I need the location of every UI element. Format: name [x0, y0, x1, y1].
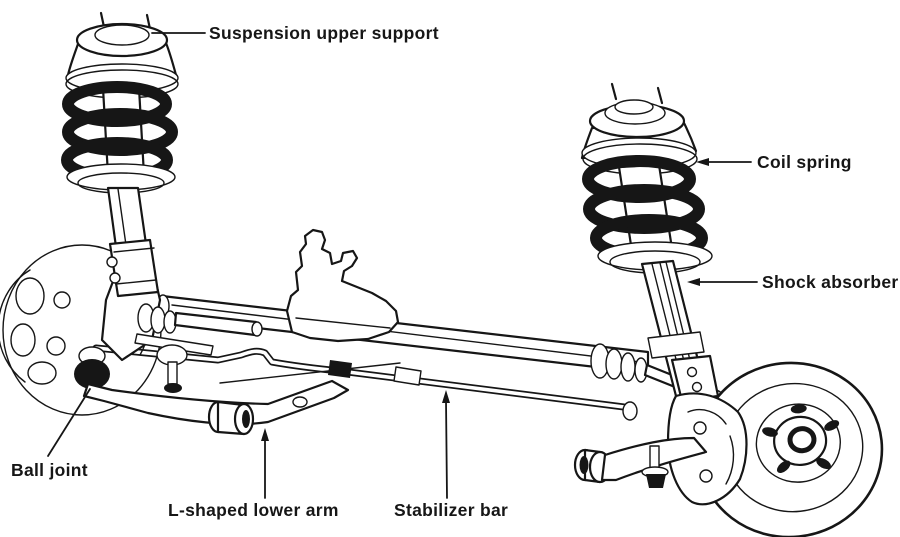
- callout-coil-spring: Coil spring: [696, 152, 852, 172]
- callout-upper-support: Suspension upper support: [151, 23, 439, 43]
- left-lower-arm: [82, 379, 350, 436]
- right-lower-arm: [573, 436, 708, 488]
- stabilizer-bar-label: Stabilizer bar: [394, 500, 508, 520]
- callout-stabilizer-bar: Stabilizer bar: [394, 390, 508, 520]
- left-ball-joint: [74, 346, 110, 389]
- shock-absorber-arrowhead-icon: [687, 278, 700, 286]
- right-knuckle: [666, 392, 748, 506]
- ball-joint-label: Ball joint: [11, 460, 88, 480]
- left-tie-rod-end: [134, 333, 401, 393]
- callout-lower-arm: L-shaped lower arm: [168, 428, 339, 520]
- stabilizer-bar-arrowhead-icon: [442, 390, 450, 403]
- right-shock-absorber-body: [640, 259, 720, 403]
- right-coil-spring: [582, 155, 713, 274]
- stabilizer-bar-leader-line: [445, 399, 448, 499]
- coil-spring-arrowhead-icon: [696, 158, 709, 166]
- right-brake-disc: [696, 361, 884, 537]
- left-coil-spring: [61, 81, 178, 194]
- ball-joint-leader-line: [47, 388, 91, 457]
- lower-arm-arrowhead-icon: [261, 428, 269, 441]
- coil-spring-label: Coil spring: [757, 152, 852, 172]
- lower-arm-label: L-shaped lower arm: [168, 500, 339, 520]
- callout-ball-joint: Ball joint: [11, 388, 91, 480]
- left-strut-body: [106, 186, 160, 298]
- stabilizer-bar: [92, 344, 638, 421]
- shock-absorber-label: Shock absorber: [762, 272, 898, 292]
- upper-support-label: Suspension upper support: [209, 23, 439, 43]
- callout-shock-absorber: Shock absorber: [687, 272, 898, 292]
